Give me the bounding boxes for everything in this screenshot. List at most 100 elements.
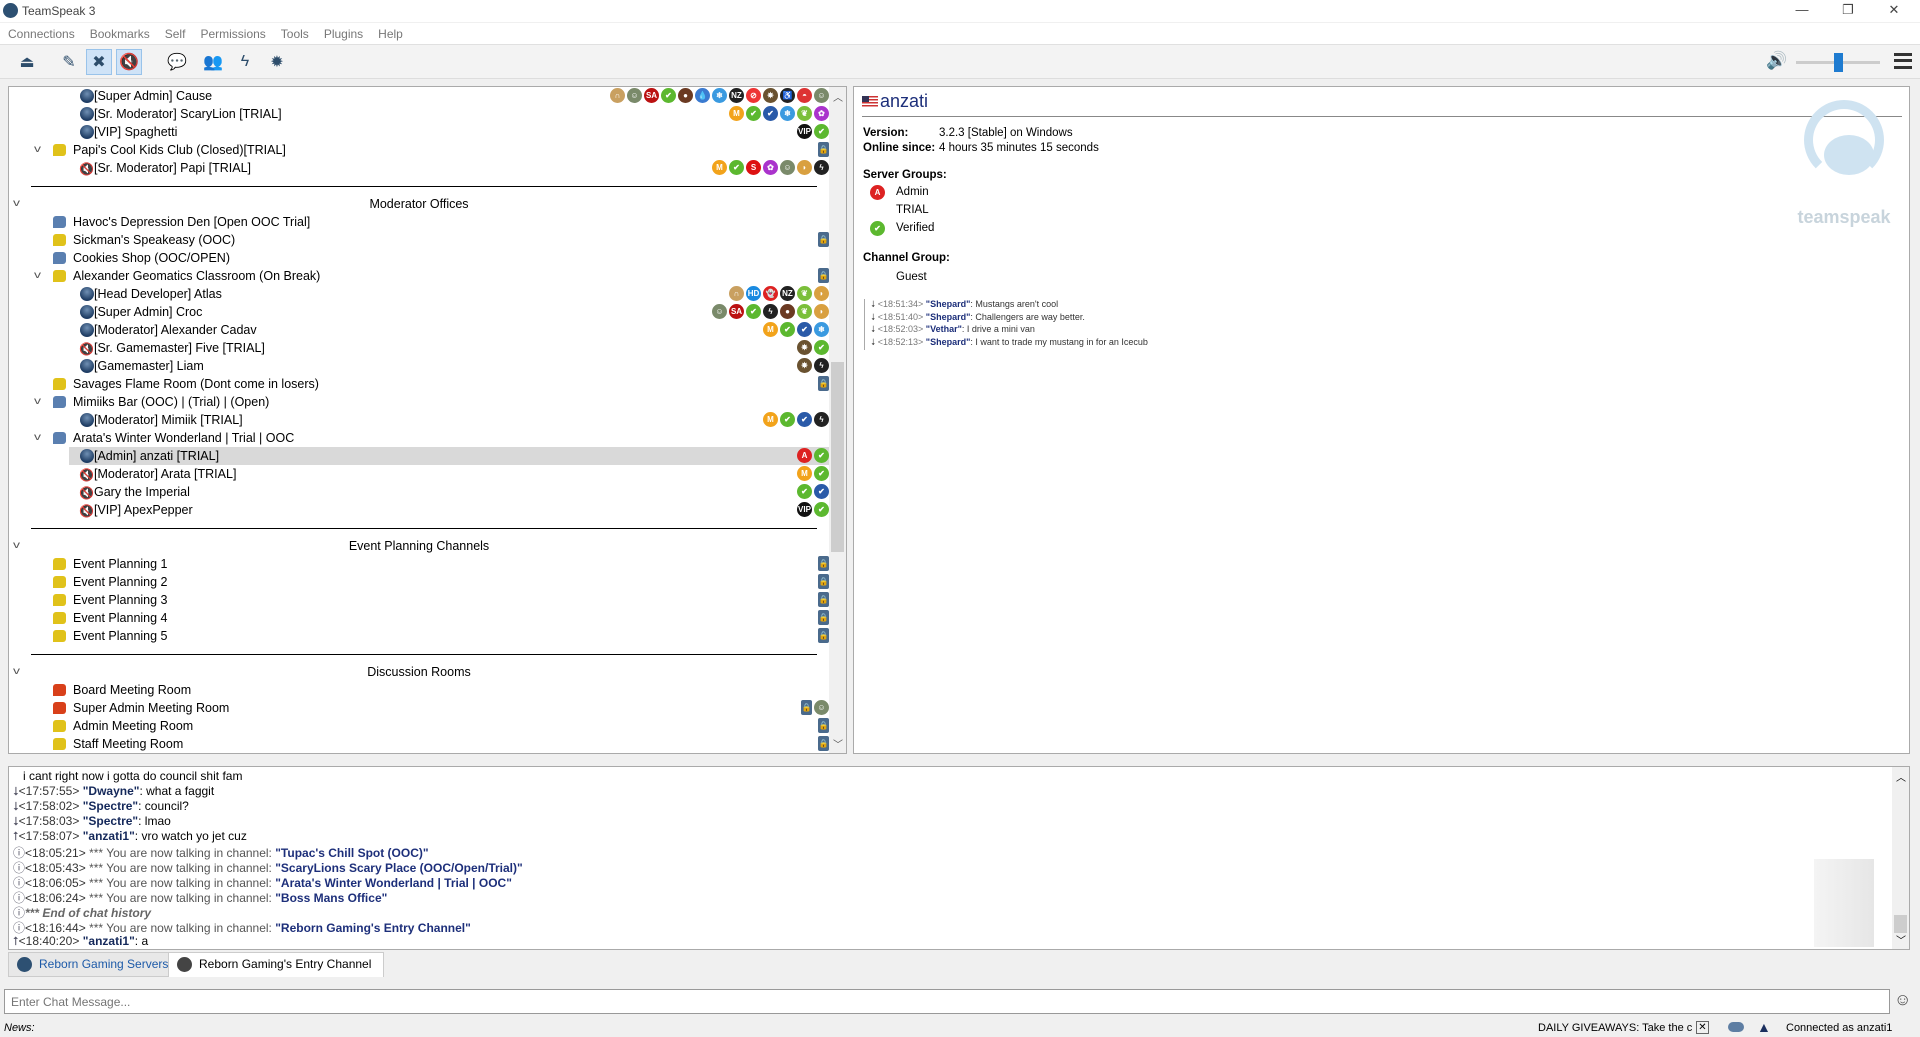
emoji-icon[interactable]: ☺ (1894, 990, 1912, 1009)
collapse-arrow-icon[interactable]: v (13, 666, 20, 677)
menu-permissions[interactable]: Permissions (200, 27, 266, 41)
channel-row[interactable]: Cookies Shop (OOC/OPEN) (9, 249, 829, 267)
menu-bookmarks[interactable]: Bookmarks (89, 27, 150, 41)
channel-row[interactable]: Admin Meeting Room🔒 (9, 717, 829, 735)
scroll-up-icon[interactable]: ︿ (833, 93, 843, 104)
subscribe-button[interactable]: 💬 (167, 54, 187, 71)
restore-button[interactable]: ❐ (1842, 2, 1854, 17)
sender[interactable]: "Spectre" (82, 799, 139, 813)
channel-link[interactable]: "ScaryLions Scary Place (OOC/Open/Trial)… (275, 861, 523, 875)
chat-message-input[interactable] (4, 989, 1890, 1014)
client-row[interactable]: [Admin] anzati [TRIAL]A✔ (69, 447, 829, 465)
channel-row[interactable]: Savages Flame Room (Dont come in losers)… (9, 375, 829, 393)
incoming-arrow-icon: ⭣ (13, 784, 19, 798)
channel-row[interactable]: Super Admin Meeting Room🔒☺ (9, 699, 829, 717)
layout-menu-icon[interactable] (1894, 53, 1912, 69)
sender[interactable]: "Shepard" (925, 337, 971, 348)
mute-microphone-button[interactable]: ✖ (86, 49, 112, 75)
cloud-icon[interactable] (1728, 1022, 1744, 1032)
client-row[interactable]: 🔇[Sr. Moderator] Papi [TRIAL]M✔S✿☺◗ϟ (9, 159, 829, 177)
tab-0[interactable]: Reborn Gaming Servers (8, 952, 182, 977)
plugin-button[interactable]: ϟ (240, 53, 250, 70)
collapse-arrow-icon[interactable]: v (13, 198, 20, 209)
tab-1[interactable]: Reborn Gaming's Entry Channel (168, 952, 385, 977)
shield-icon: ✔ (763, 106, 778, 121)
minimize-button[interactable]: — (1795, 2, 1809, 17)
away-button[interactable]: ✎ (62, 54, 76, 71)
expand-arrow-icon[interactable]: v (34, 144, 41, 155)
channel-row[interactable]: Staff Meeting Room🔒 (9, 735, 829, 753)
no-icon: ⊘ (746, 88, 761, 103)
connect-button[interactable]: ⏏ (19, 54, 35, 71)
volume-slider-thumb[interactable] (1834, 53, 1843, 72)
sender[interactable]: "Shepard" (925, 299, 971, 309)
collapse-arrow-icon[interactable]: v (13, 540, 20, 551)
channel-tree: [Super Admin] Cause∩☺SA✔●💧❄NZ⊘✵♿◓☺[Sr. M… (8, 86, 847, 754)
tree-scrollbar-thumb[interactable] (831, 362, 844, 552)
chat-scrollbar[interactable]: ︿ ﹀ (1892, 767, 1909, 949)
settings-button[interactable]: ✹ (270, 54, 284, 71)
client-row[interactable]: [Super Admin] Cause∩☺SA✔●💧❄NZ⊘✵♿◓☺ (9, 87, 829, 105)
channel-link[interactable]: "Arata's Winter Wonderland | Trial | OOC… (275, 876, 512, 890)
channel-row[interactable]: Event Planning 1🔒 (9, 555, 829, 573)
menu-self[interactable]: Self (164, 27, 186, 41)
channel-row[interactable]: Event Planning 2🔒 (9, 573, 829, 591)
snow-icon: ❄ (712, 88, 727, 103)
sender[interactable]: "Dwayne" (82, 784, 140, 798)
channel-row[interactable]: Sickman's Speakeasy (OOC)🔒 (9, 231, 829, 249)
mute-speakers-button[interactable]: 🔇 (116, 49, 142, 75)
client-row[interactable]: 🔇[Sr. Gamemaster] Five [TRIAL]✵✔ (9, 339, 829, 357)
channel-link[interactable]: "Tupac's Chill Spot (OOC)" (275, 846, 429, 860)
client-row[interactable]: [Sr. Moderator] ScaryLion [TRIAL]M✔✔❄❦✿ (9, 105, 829, 123)
channel-row[interactable]: Event Planning 3🔒 (9, 591, 829, 609)
warning-icon[interactable]: ▲ (1757, 1019, 1771, 1035)
sender[interactable]: "Vethar" (925, 324, 962, 335)
wolf-icon: ϟ (814, 160, 829, 175)
client-row[interactable]: 🔇Gary the Imperial✔✔ (9, 483, 829, 501)
client-row[interactable]: [Moderator] Mimiik [TRIAL]M✔✔ϟ (9, 411, 829, 429)
menu-tools[interactable]: Tools (280, 27, 309, 41)
channel-link[interactable]: "Reborn Gaming's Entry Channel" (275, 921, 471, 935)
tree-scrollbar[interactable]: ︿ ﹀ (829, 87, 846, 753)
expand-arrow-icon[interactable]: v (34, 270, 41, 281)
client-row[interactable]: [Gamemaster] Liam✵ϟ (9, 357, 829, 375)
close-button[interactable]: ✕ (1888, 2, 1900, 17)
menu-plugins[interactable]: Plugins (323, 27, 364, 41)
menu-connections[interactable]: Connections (8, 27, 75, 41)
channel-icon (53, 252, 66, 264)
sender[interactable]: "Spectre" (82, 814, 139, 828)
expand-arrow-icon[interactable]: v (34, 396, 41, 407)
sender[interactable]: "Shepard" (925, 311, 971, 322)
channel-row[interactable]: Event Planning 4🔒 (9, 609, 829, 627)
expand-arrow-icon[interactable]: v (34, 432, 41, 443)
channel-row[interactable]: Event Planning 5🔒 (9, 627, 829, 645)
client-row[interactable]: 🔇[Moderator] Arata [TRIAL]M✔ (9, 465, 829, 483)
timestamp: <18:40:20> (18, 934, 80, 948)
channel-row[interactable]: Havoc's Depression Den [Open OOC Trial] (9, 213, 829, 231)
channel-link[interactable]: "Boss Mans Office" (275, 891, 388, 905)
close-news-icon[interactable]: ✕ (1696, 1021, 1709, 1034)
sender[interactable]: "anzati1" (82, 829, 135, 843)
scroll-down-icon[interactable]: ﹀ (833, 740, 843, 751)
volume-slider[interactable] (1796, 53, 1880, 72)
news-ticker[interactable]: DAILY GIVEAWAYS: Take the c (1538, 1022, 1693, 1034)
chat-scrollbar-thumb[interactable] (1894, 915, 1907, 933)
menu-help[interactable]: Help (378, 27, 403, 41)
client-status-icon (80, 125, 94, 139)
client-row[interactable]: [Head Developer] Atlas∩HD👻NZ❦◗ (9, 285, 829, 303)
channel-row[interactable]: Board Meeting Room (9, 681, 829, 699)
sender[interactable]: "anzati1" (82, 934, 135, 948)
volume-icon[interactable]: 🔊 (1766, 51, 1788, 70)
contacts-button[interactable]: 👥 (203, 54, 223, 71)
client-row[interactable]: [Super Admin] Croc☺SA✔ϟ●❦◗ (9, 303, 829, 321)
